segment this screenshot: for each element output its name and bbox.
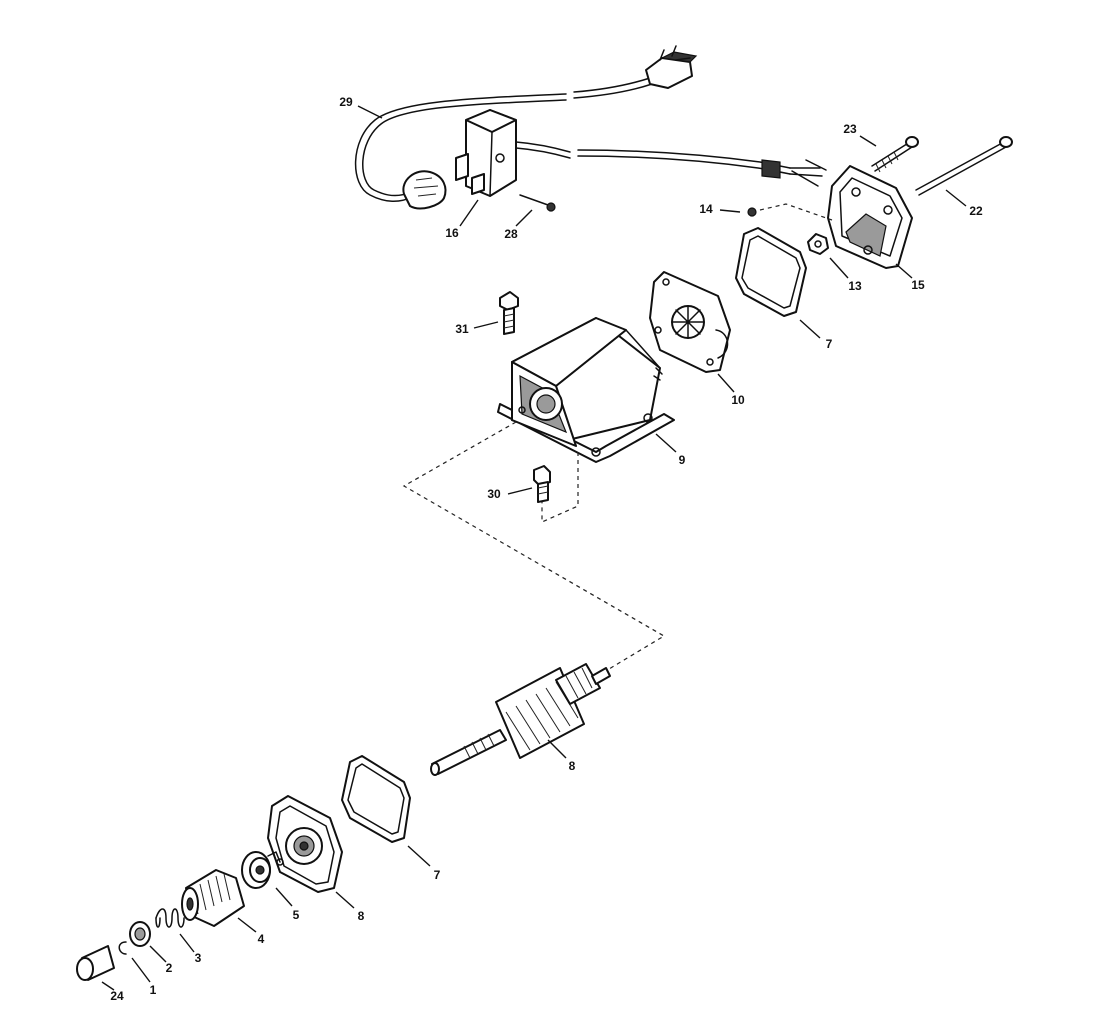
power-cord <box>354 77 653 202</box>
housing-bolt-lower <box>533 465 551 503</box>
motor-housing <box>497 317 675 463</box>
through-bolt-long <box>915 136 1013 196</box>
gasket-upper <box>735 227 807 317</box>
through-bolt-short <box>871 136 919 173</box>
end-cap <box>827 165 913 269</box>
callout-7-lower: 7 <box>434 868 441 882</box>
housing-bolt-upper <box>499 291 519 335</box>
assembly-guides <box>402 421 666 673</box>
plug <box>645 45 698 89</box>
callout-13: 13 <box>848 279 862 293</box>
bearing <box>241 851 281 889</box>
washer <box>129 921 151 947</box>
callout-28: 28 <box>504 227 518 241</box>
callout-31: 31 <box>455 322 469 336</box>
armature <box>430 663 611 776</box>
callout-24: 24 <box>110 989 124 1003</box>
callout-1: 1 <box>150 983 157 997</box>
callout-14: 14 <box>699 202 713 216</box>
callout-4: 4 <box>258 932 265 946</box>
callout-9: 9 <box>679 453 686 467</box>
small-screw <box>747 203 833 221</box>
nut <box>807 233 829 255</box>
callout-30: 30 <box>487 487 501 501</box>
callout-22: 22 <box>969 204 983 218</box>
callout-8-endcap: 8 <box>358 909 365 923</box>
switch-screw <box>519 194 556 212</box>
callout-2: 2 <box>166 961 173 975</box>
gasket-lower <box>341 755 411 843</box>
callout-5: 5 <box>293 908 300 922</box>
callouts: 29 16 28 23 22 14 13 15 7 31 10 9 30 8 7… <box>110 95 983 1003</box>
retaining-ring <box>118 941 127 955</box>
callout-16: 16 <box>445 226 459 240</box>
drive-end-cap <box>267 795 343 893</box>
end-cap-small <box>76 945 115 981</box>
leader-lines <box>101 105 967 991</box>
cord-connector <box>402 170 447 210</box>
brush-plate <box>649 271 731 373</box>
callout-3: 3 <box>195 951 202 965</box>
callout-15: 15 <box>911 278 925 292</box>
switch-box <box>455 109 571 197</box>
callout-7-upper: 7 <box>826 337 833 351</box>
callout-8-armature: 8 <box>569 759 576 773</box>
lead-wire <box>577 149 827 187</box>
callout-29: 29 <box>339 95 353 109</box>
callout-10: 10 <box>731 393 745 407</box>
drive-gear <box>181 869 245 927</box>
callout-23: 23 <box>843 122 857 136</box>
spring <box>155 908 185 928</box>
